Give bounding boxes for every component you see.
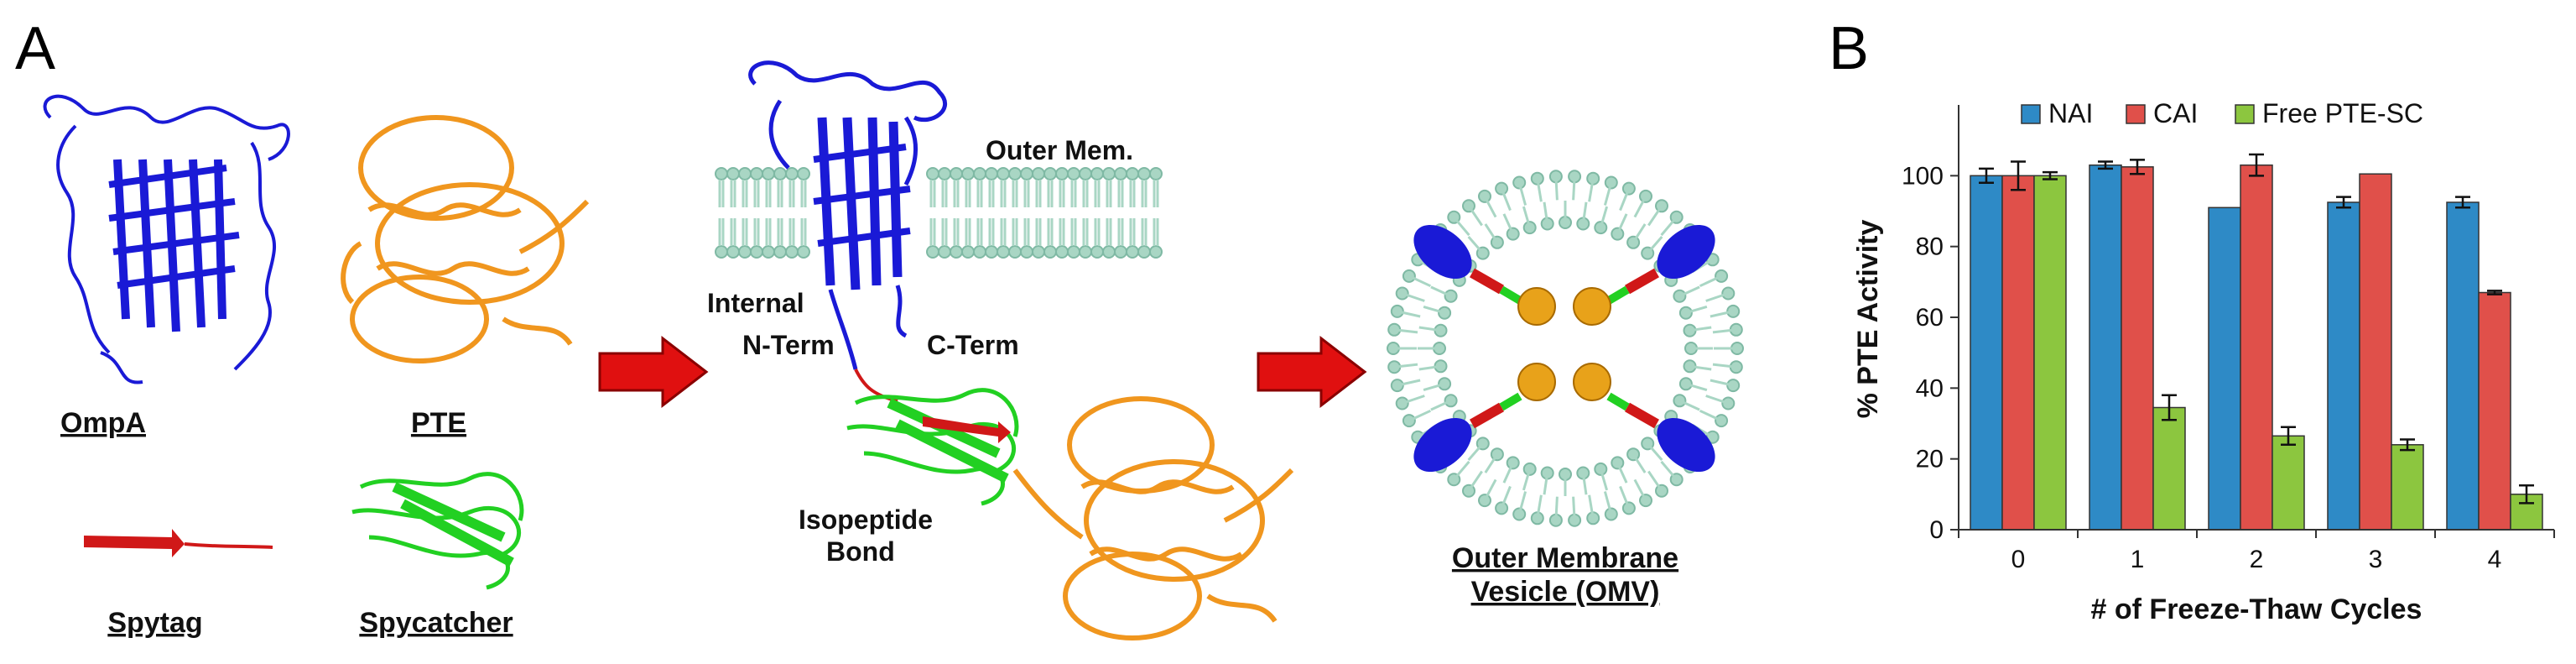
error-bar	[2130, 159, 2145, 175]
outer-membrane	[715, 167, 1163, 259]
legend-label: NAI	[2048, 98, 2093, 128]
omv-label-line1: Outer Membrane	[1452, 542, 1678, 574]
error-bar	[2011, 160, 2026, 191]
pte-structure	[341, 115, 590, 363]
y-tick-label: 100	[1902, 162, 1944, 190]
c-term-label: C-Term	[927, 330, 1019, 360]
arrow-right-2	[1257, 335, 1367, 409]
legend-swatch	[2021, 104, 2041, 124]
bar-nai-4	[2446, 201, 2480, 531]
omv-label-line2: Vesicle (OMV)	[1471, 576, 1660, 608]
y-tick-label: 60	[1916, 304, 1944, 332]
bar-nai-0	[1970, 175, 2003, 531]
isopeptide-label-line1: Isopeptide	[799, 505, 933, 535]
omv-displayed-proteins	[1413, 224, 1715, 473]
y-tick-label: 0	[1929, 516, 1944, 544]
spycatcher-spytag-complex	[846, 388, 1019, 506]
x-tick-label: 3	[2369, 546, 2383, 573]
error-bar	[2336, 196, 2351, 209]
spytag-in-complex	[923, 416, 1011, 443]
legend-label: CAI	[2153, 98, 2198, 128]
bar-nai-2	[2208, 207, 2241, 531]
ompa-structure	[43, 94, 290, 384]
y-tick-label: 20	[1916, 446, 1944, 473]
bar-free-pte-sc-2	[2272, 435, 2305, 531]
bar-free-pte-sc-3	[2391, 444, 2424, 531]
y-tick-label: 80	[1916, 233, 1944, 261]
ompa-inserted-structure	[748, 60, 947, 370]
bar-cai-2	[2240, 164, 2273, 531]
error-bar	[2519, 484, 2534, 505]
x-tick-label: 0	[2011, 546, 2026, 573]
bar-cai-4	[2478, 291, 2511, 531]
internal-label: Internal	[707, 288, 804, 318]
error-bar	[2162, 394, 2177, 421]
bar-cai-1	[2121, 166, 2154, 531]
spytag-label: Spytag	[107, 607, 202, 639]
n-term-label: N-Term	[742, 330, 835, 360]
error-bar	[2281, 426, 2296, 447]
bar-cai-3	[2359, 173, 2392, 531]
bar-cai-0	[2001, 175, 2035, 531]
activity-bar-chart: 0 20 40 60 80 100 0 1 2 3 4 % PTE Activity # of F…	[1852, 98, 2555, 625]
error-bar	[2098, 160, 2113, 170]
pte-attached-structure	[1012, 396, 1294, 640]
x-tick-label: 2	[2250, 546, 2264, 573]
x-axis-title: # of Freeze-Thaw Cycles	[2091, 593, 2422, 625]
pte-label: PTE	[411, 407, 466, 439]
legend-swatch	[2235, 104, 2255, 124]
error-bar	[2487, 290, 2502, 295]
panel-b-letter: B	[1829, 15, 1869, 82]
bar-nai-3	[2327, 201, 2360, 531]
error-bar	[2043, 170, 2058, 180]
y-axis-title: % PTE Activity	[1852, 220, 1884, 419]
isopeptide-label-line2: Bond	[826, 536, 895, 567]
bar-free-pte-sc-0	[2033, 175, 2067, 531]
panel-a-letter: A	[15, 15, 55, 82]
legend-label: Free PTE-SC	[2262, 98, 2423, 128]
error-bar	[1979, 167, 1994, 185]
x-tick-label: 1	[2131, 546, 2145, 573]
x-tick-label: 4	[2488, 546, 2502, 573]
omv-vesicle	[1387, 170, 1744, 527]
error-bar	[2455, 196, 2470, 209]
spycatcher-structure	[351, 472, 524, 590]
error-bar	[2400, 438, 2415, 452]
legend-swatch	[2126, 104, 2146, 124]
chart-legend: NAI CAI Free PTE-SC	[2021, 98, 2423, 128]
error-bar	[2249, 153, 2264, 177]
bar-free-pte-sc-1	[2152, 406, 2186, 531]
bar-nai-1	[2089, 164, 2122, 531]
ompa-label: OmpA	[60, 407, 146, 439]
y-tick-label: 40	[1916, 374, 1944, 402]
spytag-structure	[84, 529, 273, 557]
spycatcher-label: Spycatcher	[359, 607, 513, 639]
arrow-right-1	[598, 335, 709, 409]
outer-mem-label: Outer Mem.	[986, 135, 1133, 165]
